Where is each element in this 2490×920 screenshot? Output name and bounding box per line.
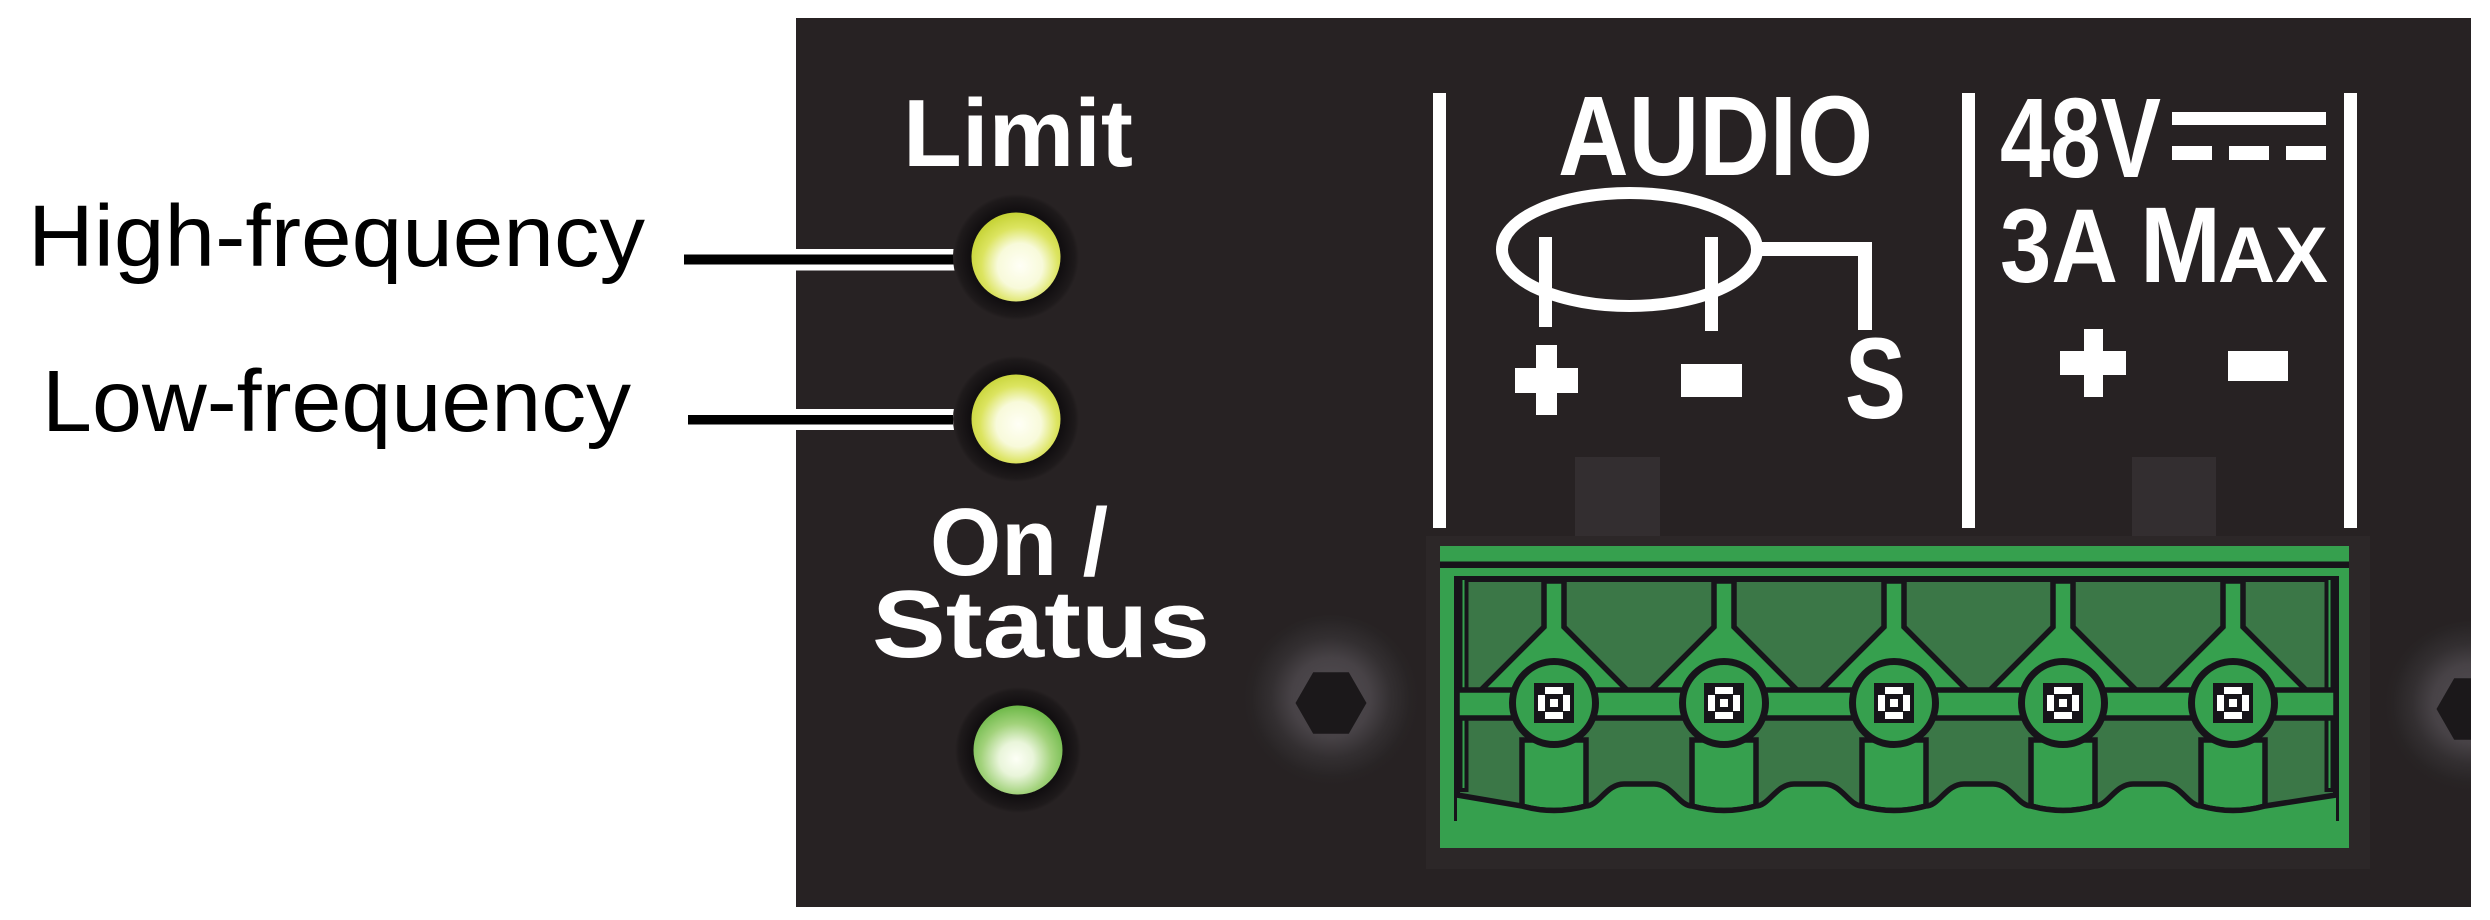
svg-text:Limit: Limit xyxy=(903,80,1133,187)
svg-text:S: S xyxy=(1845,315,1906,443)
svg-text:3A: 3A xyxy=(2000,188,2118,305)
svg-text:AUDIO: AUDIO xyxy=(1558,73,1873,199)
svg-text:High-frequency: High-frequency xyxy=(28,188,646,285)
svg-text:Low-frequency: Low-frequency xyxy=(42,353,632,450)
svg-text:On /: On / xyxy=(930,489,1108,596)
svg-text:M: M xyxy=(2140,184,2221,305)
svg-text:48V: 48V xyxy=(2000,75,2161,201)
svg-text:Status: Status xyxy=(872,571,1210,678)
svg-text:AX: AX xyxy=(2218,210,2328,299)
